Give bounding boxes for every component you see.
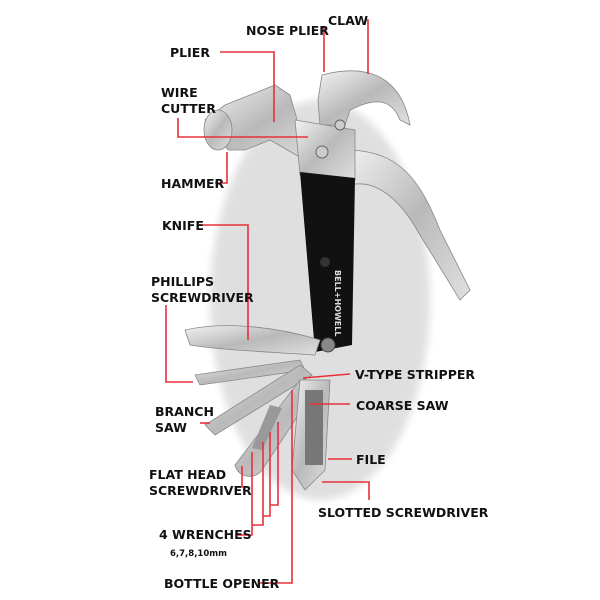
label-knife: KNIFE	[162, 218, 204, 233]
label-wrench-sizes: 6,7,8,10mm	[170, 549, 227, 559]
label-flat-head-line1: FLAT HEAD	[149, 467, 226, 482]
brand-logo: BELL+HOWELL	[333, 270, 342, 336]
claw	[317, 70, 411, 126]
label-phillips-line2: SCREWDRIVER	[151, 290, 254, 305]
label-claw: CLAW	[328, 13, 368, 28]
multitool-illustration: BELL+HOWELL	[184, 70, 471, 500]
hammer-face	[203, 109, 233, 151]
label-nose-plier: NOSE PLIER	[246, 23, 329, 38]
label-v-type-stripper: V-TYPE STRIPPER	[355, 367, 475, 382]
label-wrenches: 4 WRENCHES	[159, 527, 252, 542]
label-bottle-opener: BOTTLE OPENER	[164, 576, 280, 591]
knife-blade	[184, 325, 321, 356]
label-flat-head-line2: SCREWDRIVER	[149, 483, 252, 498]
label-wire-cutter-line1: WIRE	[161, 85, 198, 100]
leader-lines	[165, 19, 370, 584]
branch-saw	[204, 364, 313, 436]
plier-handle	[344, 149, 471, 301]
callout-labels: NOSE PLIER CLAW PLIER WIRE CUTTER HAMMER…	[149, 13, 489, 591]
label-branch-saw-line2: SAW	[155, 420, 187, 435]
label-branch-saw-line1: BRANCH	[155, 404, 214, 419]
label-slotted-screwdriver: SLOTTED SCREWDRIVER	[318, 505, 489, 520]
label-plier: PLIER	[170, 45, 210, 60]
label-wire-cutter-line2: CUTTER	[161, 101, 216, 116]
label-hammer: HAMMER	[161, 176, 225, 191]
label-coarse-saw: COARSE SAW	[356, 398, 449, 413]
label-file: FILE	[356, 452, 386, 467]
label-phillips-line1: PHILLIPS	[151, 274, 214, 289]
